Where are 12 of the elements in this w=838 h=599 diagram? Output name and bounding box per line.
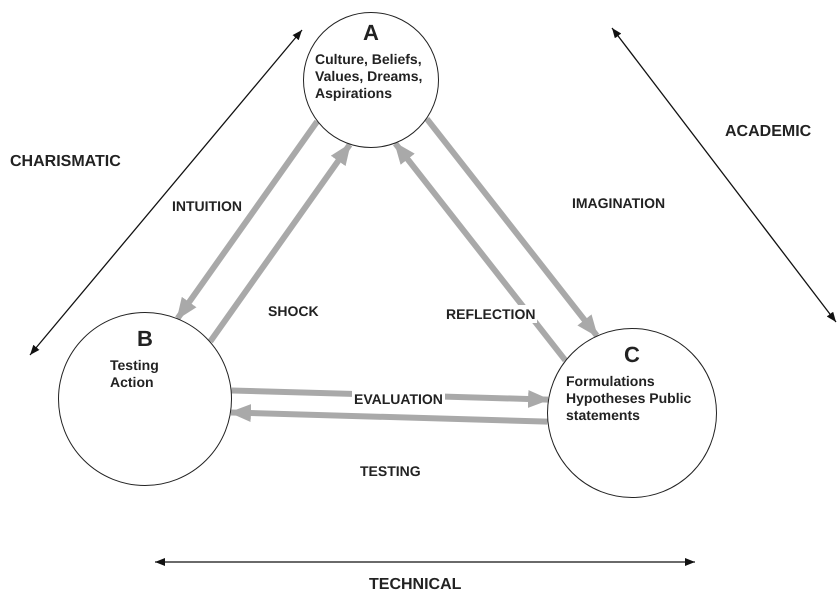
- node-text: Formulations Hypotheses Public statements: [566, 373, 692, 424]
- edge-label: REFLECTION: [444, 305, 538, 323]
- arrow: [424, 116, 600, 338]
- arrow: [175, 120, 320, 320]
- arrow: [208, 142, 352, 344]
- node-text: Culture, Beliefs, Values, Dreams, Aspirations: [315, 51, 424, 102]
- arrow: [392, 142, 568, 362]
- node-letter: A: [363, 21, 379, 45]
- arrow: [228, 404, 548, 425]
- node-letter: C: [624, 343, 640, 367]
- node-text: Testing Action: [110, 357, 160, 391]
- node-letter: B: [137, 327, 153, 351]
